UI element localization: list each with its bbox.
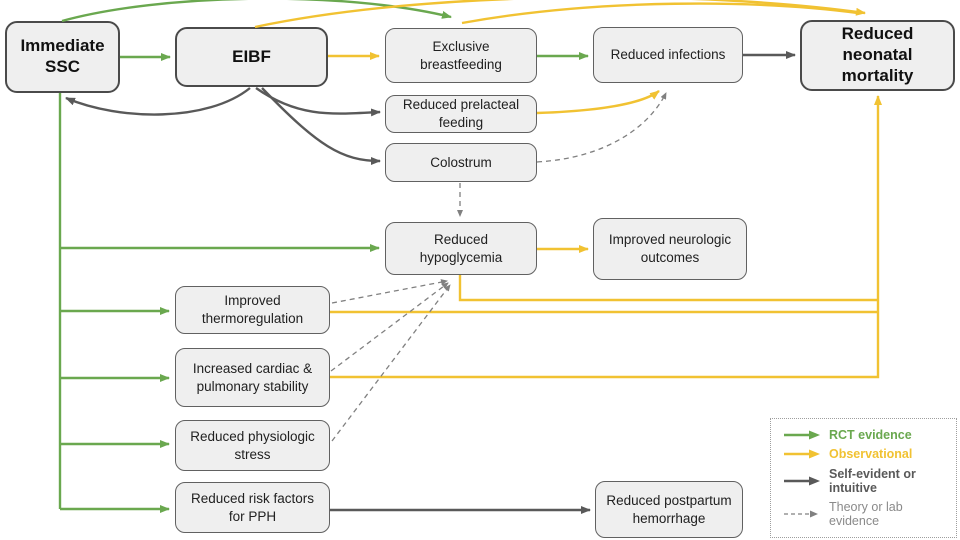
legend-item-theory: Theory or lab evidence — [783, 500, 956, 528]
legend: RCT evidence Observational Self-evident … — [770, 418, 957, 538]
node-reduced-physiologic-stress: Reduced physiologic stress — [175, 420, 330, 471]
edge-reduced-prelacteal-feeding-to-reduced-infections — [536, 90, 660, 115]
node-exclusive-breastfeeding: Exclusive breastfeeding — [385, 28, 537, 83]
node-reduced-hypoglycemia: Reduced hypoglycemia — [385, 222, 537, 275]
legend-label-intuitive: Self-evident or intuitive — [829, 466, 916, 495]
edge-reduced-physiologic-stress-to-reduced-hypoglycemia — [331, 284, 451, 442]
legend-label-rct: RCT evidence — [829, 427, 912, 442]
edge-colostrum-to-reduced-infections — [536, 92, 667, 163]
legend-label-theory: Theory or lab evidence — [829, 500, 903, 529]
observational-arrow-icon — [784, 449, 820, 459]
node-reduced-neonatal-mortality: Reduced neonatal mortality — [800, 20, 955, 91]
legend-label-observational: Observational — [829, 447, 913, 462]
edge-improved-thermoregulation-to-reduced-hypoglycemia — [331, 279, 448, 304]
node-reduced-infections: Reduced infections — [593, 27, 743, 83]
edge-immediate-ssc-to-exclusive-breastfeeding — [61, 0, 452, 23]
legend-item-observational: Observational — [783, 447, 956, 461]
node-improved-thermoregulation: Improved thermoregulation — [175, 286, 330, 334]
edge-eibf-to-reduced-prelacteal-feeding — [255, 87, 381, 117]
legend-item-intuitive: Self-evident or intuitive — [783, 467, 956, 495]
node-increased-cardiac-pulmonary-stability: Increased cardiac & pulmonary stability — [175, 348, 330, 407]
node-colostrum: Colostrum — [385, 143, 537, 182]
edge-eibf-to-reduced-neonatal-mortality — [254, 0, 866, 29]
node-immediate-ssc: Immediate SSC — [5, 21, 120, 93]
edge-increased-cardiac-pulmonary-stability-to-reduced-hypoglycemia — [330, 282, 449, 372]
node-reduced-prelacteal-feeding: Reduced prelacteal feeding — [385, 95, 537, 133]
node-reduced-risk-factors-pph: Reduced risk factors for PPH — [175, 482, 330, 533]
legend-item-rct: RCT evidence — [783, 428, 956, 442]
node-improved-neurologic-outcomes: Improved neurologic outcomes — [593, 218, 747, 280]
intuitive-arrow-icon — [784, 476, 820, 486]
node-eibf: EIBF — [175, 27, 328, 87]
rct-arrow-icon — [784, 430, 820, 440]
edge-exclusive-breastfeeding-to-reduced-neonatal-mortality — [461, 2, 859, 25]
theory-arrow-icon — [784, 510, 818, 518]
node-reduced-postpartum-hemorrhage: Reduced postpartum hemorrhage — [595, 481, 743, 538]
edge-eibf-to-colostrum — [261, 87, 381, 165]
